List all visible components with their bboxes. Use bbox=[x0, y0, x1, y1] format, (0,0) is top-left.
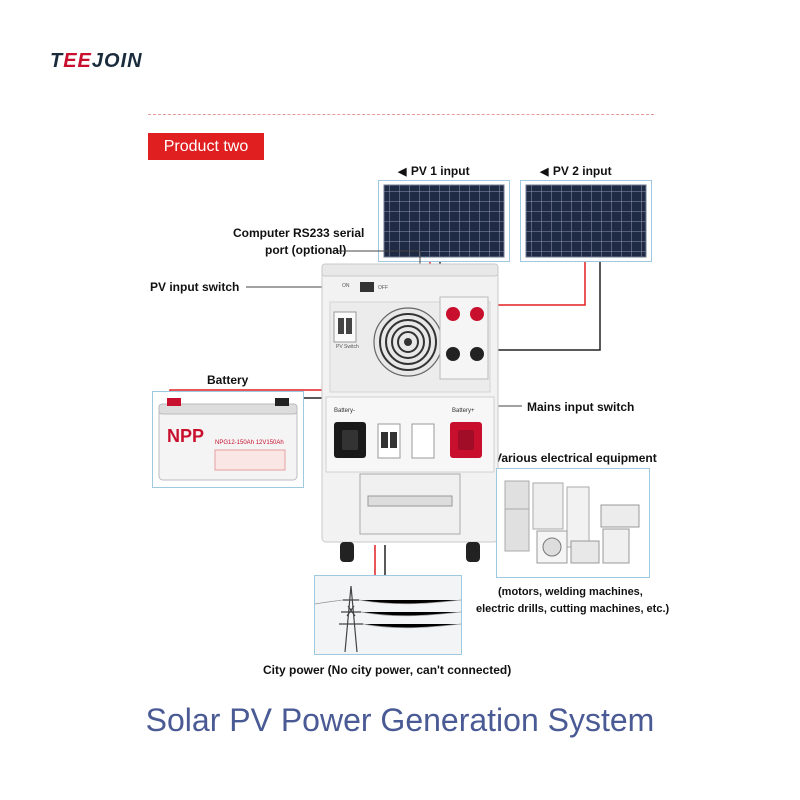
battery-brand-text: NPP bbox=[167, 426, 204, 446]
air-conditioner-icon bbox=[532, 482, 564, 530]
inverter-cabinet: ON OFF PV Switch Battery- Battery+ bbox=[321, 263, 499, 562]
cabinet-off-label: OFF bbox=[378, 285, 388, 291]
equipment-note-line1: (motors, welding machines, bbox=[498, 586, 643, 598]
rs233-label-line2: port (optional) bbox=[265, 243, 347, 257]
logo-part-2: EE bbox=[63, 50, 92, 72]
pv2-label: ◀ PV 2 input bbox=[540, 164, 612, 178]
pv1-panel-frame bbox=[378, 180, 510, 262]
cabinet-battery-plus: Battery+ bbox=[452, 408, 475, 414]
pv1-label-text: PV 1 input bbox=[410, 164, 470, 178]
water-heater-icon bbox=[566, 486, 590, 548]
pv2-positive-terminal bbox=[470, 307, 484, 321]
pv1-solar-panel bbox=[383, 184, 505, 258]
dishwasher-icon bbox=[600, 504, 640, 528]
divider-line bbox=[148, 114, 654, 115]
pv1-label: ◀ PV 1 input bbox=[398, 164, 470, 178]
section-tag: Product two bbox=[148, 133, 264, 160]
appliances-illustration bbox=[504, 480, 640, 564]
microwave-icon bbox=[570, 540, 600, 564]
cabinet-battery-minus: Battery- bbox=[334, 408, 355, 414]
cabinet-pv-switch-text: PV Switch bbox=[336, 344, 359, 350]
cabinet-wheel-left bbox=[340, 542, 354, 562]
footer-title: Solar PV Power Generation System bbox=[145, 702, 655, 738]
logo-part-1: T bbox=[50, 50, 64, 72]
equipment-label: Various electrical equipment bbox=[494, 451, 657, 465]
pv-input-switch bbox=[333, 311, 357, 343]
battery-model-text: NPG12-150Ah 12V150Ah bbox=[215, 440, 284, 446]
pv2-negative-terminal bbox=[470, 347, 484, 361]
battery-switch bbox=[411, 423, 435, 459]
city-power-label: City power (No city power, can't connect… bbox=[263, 663, 512, 677]
mains-switch-label: Mains input switch bbox=[527, 400, 635, 414]
cabinet-on-label: ON bbox=[342, 283, 350, 289]
rs233-label-line1: Computer RS233 serial bbox=[233, 226, 365, 240]
logo-part-3: JOIN bbox=[91, 50, 143, 72]
battery-frame: NPP NPG12-150Ah 12V150Ah bbox=[152, 391, 304, 488]
cabinet-wheel-right bbox=[466, 542, 480, 562]
fan-grille bbox=[373, 307, 443, 377]
brand-logo: TEEJOIN bbox=[50, 50, 143, 73]
pv1-positive-terminal bbox=[446, 307, 460, 321]
pv2-label-text: PV 2 input bbox=[552, 164, 612, 178]
pv-switch-label: PV input switch bbox=[150, 280, 240, 294]
battery-illustration: NPP NPG12-150Ah 12V150Ah bbox=[158, 398, 298, 481]
equipment-note-line2: electric drills, cutting machines, etc.) bbox=[476, 603, 670, 615]
pv2-solar-panel bbox=[525, 184, 647, 258]
power-tower-illustration bbox=[314, 576, 462, 654]
power-indicator bbox=[360, 282, 374, 292]
city-power-frame bbox=[314, 575, 462, 655]
refrigerator-icon bbox=[504, 480, 530, 552]
battery-label: Battery bbox=[207, 373, 249, 387]
equipment-frame bbox=[496, 468, 650, 578]
pv1-negative-terminal bbox=[446, 347, 460, 361]
power-tower-icon bbox=[339, 585, 363, 653]
appliance-icon bbox=[602, 528, 630, 564]
pv2-panel-frame bbox=[520, 180, 652, 262]
